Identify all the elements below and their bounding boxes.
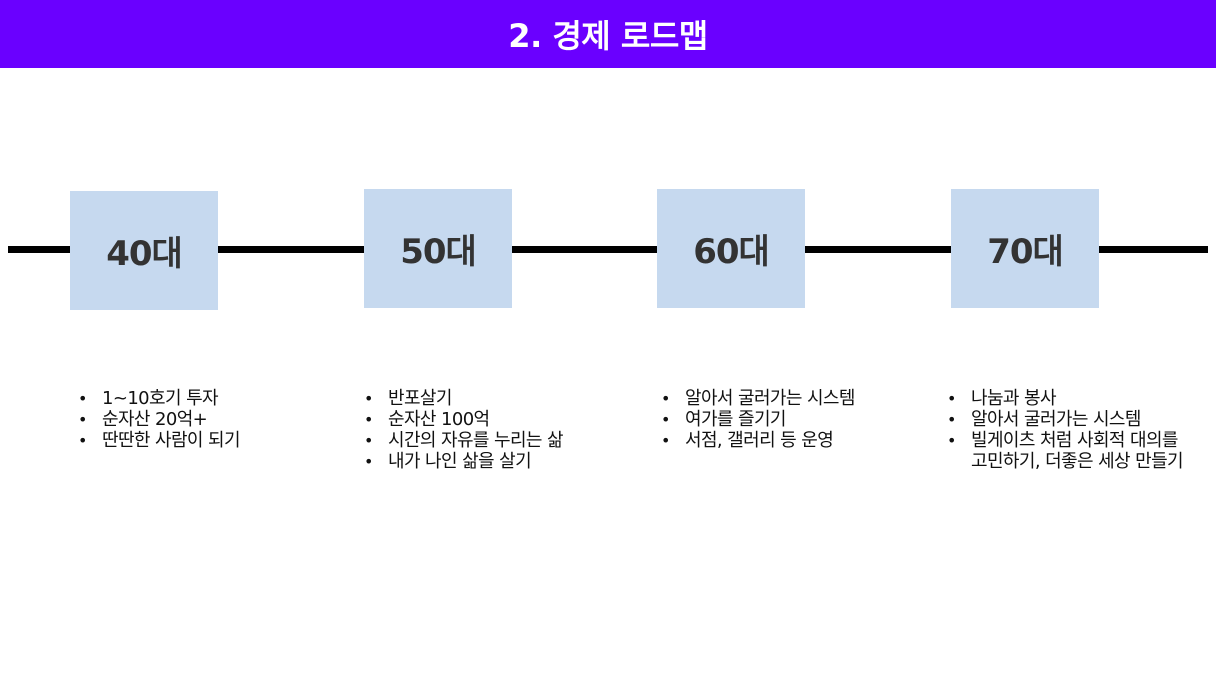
list-item-text: 내가 나인 삶을 살기: [388, 451, 532, 472]
page-title: 2. 경제 로드맵: [508, 17, 708, 55]
bullet-icon: •: [78, 389, 87, 408]
list-item-text: 빌게이츠 처럼 사회적 대의를 고민하기, 더좋은 세상 만들기: [971, 430, 1184, 472]
bullet-list-50s: • 반포살기 • 순자산 100억 • 시간의 자유를 누리는 삶 • 내가 나…: [360, 388, 620, 472]
list-item: • 여가를 즐기기: [657, 409, 927, 430]
bullet-icon: •: [661, 410, 670, 429]
bullet-icon: •: [364, 389, 373, 408]
list-item-text: 시간의 자유를 누리는 삶: [388, 430, 564, 451]
timeline-line: [8, 246, 1208, 253]
bullet-icon: •: [661, 431, 670, 450]
list-item-text: 여가를 즐기기: [685, 409, 786, 430]
bullet-icon: •: [661, 389, 670, 408]
bullet-icon: •: [947, 431, 956, 450]
list-item: • 시간의 자유를 누리는 삶: [360, 430, 620, 451]
list-item-text: 나눔과 봉사: [971, 388, 1057, 409]
decade-label: 60대: [693, 232, 770, 272]
list-item: • 내가 나인 삶을 살기: [360, 451, 620, 472]
bullet-list-60s: • 알아서 굴러가는 시스템 • 여가를 즐기기 • 서점, 갤러리 등 운영: [657, 388, 927, 451]
decade-box-70s: 70대: [951, 189, 1099, 308]
decade-label: 50대: [400, 232, 477, 272]
decade-box-50s: 50대: [364, 189, 512, 308]
list-item-text: 알아서 굴러가는 시스템: [685, 388, 855, 409]
list-item-text: 딴딴한 사람이 되기: [102, 430, 241, 451]
list-item-text: 반포살기: [388, 388, 452, 409]
title-bar: 2. 경제 로드맵: [0, 0, 1216, 68]
list-item-text: 서점, 갤러리 등 운영: [685, 430, 834, 451]
list-item: • 알아서 굴러가는 시스템: [657, 388, 927, 409]
bullet-icon: •: [947, 389, 956, 408]
list-item: • 나눔과 봉사: [943, 388, 1211, 409]
list-item-text: 순자산 100억: [388, 409, 490, 430]
bullet-icon: •: [364, 410, 373, 429]
list-item: • 알아서 굴러가는 시스템: [943, 409, 1211, 430]
list-item-text: 알아서 굴러가는 시스템: [971, 409, 1141, 430]
decade-label: 40대: [106, 234, 183, 274]
list-item: • 딴딴한 사람이 되기: [74, 430, 324, 451]
list-item: • 순자산 20억+: [74, 409, 324, 430]
bullet-list-70s: • 나눔과 봉사 • 알아서 굴러가는 시스템 • 빌게이츠 처럼 사회적 대의…: [943, 388, 1211, 472]
list-item: • 빌게이츠 처럼 사회적 대의를 고민하기, 더좋은 세상 만들기: [943, 430, 1211, 472]
list-item-text: 순자산 20억+: [102, 409, 208, 430]
list-item: • 1~10호기 투자: [74, 388, 324, 409]
bullet-icon: •: [947, 410, 956, 429]
decade-label: 70대: [987, 232, 1064, 272]
list-item: • 서점, 갤러리 등 운영: [657, 430, 927, 451]
list-item: • 순자산 100억: [360, 409, 620, 430]
decade-box-60s: 60대: [657, 189, 805, 308]
bullet-icon: •: [364, 452, 373, 471]
bullet-icon: •: [78, 410, 87, 429]
decade-box-40s: 40대: [70, 191, 218, 310]
bullet-list-40s: • 1~10호기 투자 • 순자산 20억+ • 딴딴한 사람이 되기: [74, 388, 324, 451]
bullet-icon: •: [78, 431, 87, 450]
list-item-text: 1~10호기 투자: [102, 388, 219, 409]
list-item: • 반포살기: [360, 388, 620, 409]
bullet-icon: •: [364, 431, 373, 450]
